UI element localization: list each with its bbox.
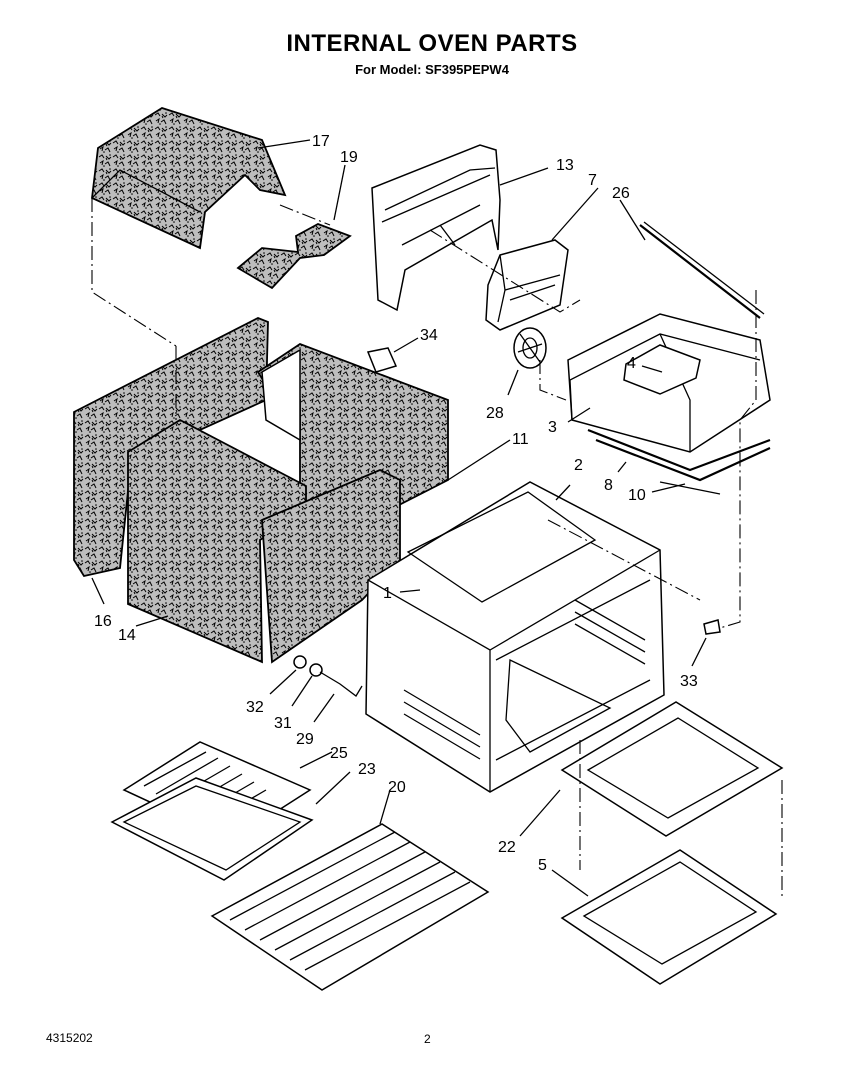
callout-23: 23 bbox=[358, 761, 376, 778]
leader-lines bbox=[91, 139, 707, 897]
callout-17: 17 bbox=[312, 133, 330, 150]
callout-3: 3 bbox=[548, 419, 557, 436]
callout-13: 13 bbox=[556, 157, 574, 174]
callout-29: 29 bbox=[296, 731, 314, 748]
small-clip bbox=[703, 619, 721, 635]
wire-connectors bbox=[293, 655, 363, 697]
callout-25: 25 bbox=[330, 745, 348, 762]
oven-liner-cavity bbox=[365, 481, 665, 793]
fan-blade bbox=[513, 327, 547, 369]
callout-1: 1 bbox=[383, 585, 392, 602]
callout-32: 32 bbox=[246, 699, 264, 716]
callout-10: 10 bbox=[628, 487, 646, 504]
rear-cover-panel bbox=[371, 144, 501, 312]
callout-11: 11 bbox=[512, 431, 529, 448]
document-number: 4315202 bbox=[46, 1031, 93, 1045]
callout-33: 33 bbox=[680, 673, 698, 690]
oven-rack bbox=[210, 823, 490, 991]
vent-strip bbox=[639, 221, 765, 319]
small-bracket bbox=[366, 347, 398, 373]
callout-20: 20 bbox=[388, 779, 406, 796]
drawer-frame bbox=[560, 701, 784, 837]
alignment-lines bbox=[91, 198, 783, 900]
callout-19: 19 bbox=[340, 149, 358, 166]
callout-26: 26 bbox=[612, 185, 630, 202]
small-insulation-pad bbox=[236, 223, 352, 290]
callout-16: 16 bbox=[94, 613, 112, 630]
callout-8: 8 bbox=[604, 477, 613, 494]
model-subtitle: For Model: SF395PEPW4 bbox=[355, 62, 509, 77]
page-number: 2 bbox=[424, 1032, 431, 1046]
upper-housing-cover bbox=[567, 313, 771, 453]
air-duct bbox=[485, 239, 569, 331]
callout-5: 5 bbox=[538, 857, 547, 874]
callout-4: 4 bbox=[627, 355, 636, 372]
callout-22: 22 bbox=[498, 839, 516, 856]
callout-7: 7 bbox=[588, 172, 597, 189]
top-insulation-blanket bbox=[91, 107, 287, 250]
callout-2: 2 bbox=[574, 457, 583, 474]
page-title: INTERNAL OVEN PARTS bbox=[286, 30, 578, 57]
callout-34: 34 bbox=[420, 327, 438, 344]
callout-28: 28 bbox=[486, 405, 504, 422]
callout-31: 31 bbox=[274, 715, 292, 732]
bottom-tray bbox=[560, 849, 778, 985]
callout-14: 14 bbox=[118, 627, 136, 644]
broiler-pan bbox=[110, 741, 314, 881]
gasket-strips bbox=[587, 428, 771, 495]
